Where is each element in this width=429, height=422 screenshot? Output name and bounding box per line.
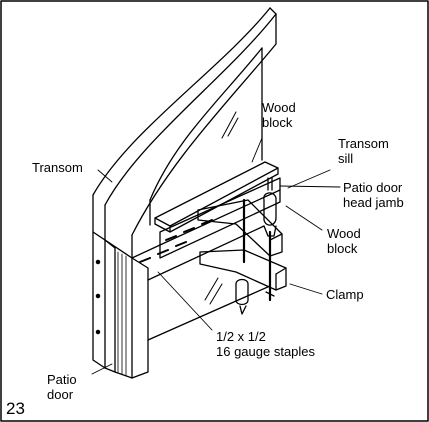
- label-wood-block-top-line2: block: [262, 115, 293, 130]
- label-staples: 1/2 x 1/2 16 gauge staples: [216, 329, 315, 359]
- label-transom-sill-line1: Transom: [338, 136, 389, 151]
- label-patio-head-jamb-line1: Patio door: [343, 180, 403, 195]
- label-wood-block-top: Wood block: [262, 100, 296, 130]
- label-patio-door-line2: door: [47, 387, 74, 402]
- label-wood-block-right: Wood block: [327, 226, 361, 256]
- label-transom-sill: Transom sill: [338, 136, 389, 166]
- figure-number: 23: [6, 399, 25, 418]
- patio-head-jamb: [131, 177, 281, 263]
- clamp: [197, 177, 287, 315]
- transom-glass: [221, 47, 263, 161]
- label-staples-line1: 1/2 x 1/2: [216, 329, 266, 344]
- label-wood-block-top-line1: Wood: [262, 100, 296, 115]
- leader-lines: [91, 137, 341, 375]
- label-patio-door-head-jamb: Patio door head jamb: [343, 180, 404, 210]
- label-wood-block-right-line2: block: [327, 241, 358, 256]
- label-transom-sill-line2: sill: [338, 151, 354, 166]
- label-transom: Transom: [32, 160, 83, 175]
- label-patio-door: Patio door: [47, 372, 77, 402]
- label-clamp: Clamp: [326, 287, 364, 302]
- label-wood-block-right-line1: Wood: [327, 226, 361, 241]
- label-patio-door-line1: Patio: [47, 372, 77, 387]
- label-patio-head-jamb-line2: head jamb: [343, 195, 404, 210]
- label-staples-line2: 16 gauge staples: [216, 344, 316, 359]
